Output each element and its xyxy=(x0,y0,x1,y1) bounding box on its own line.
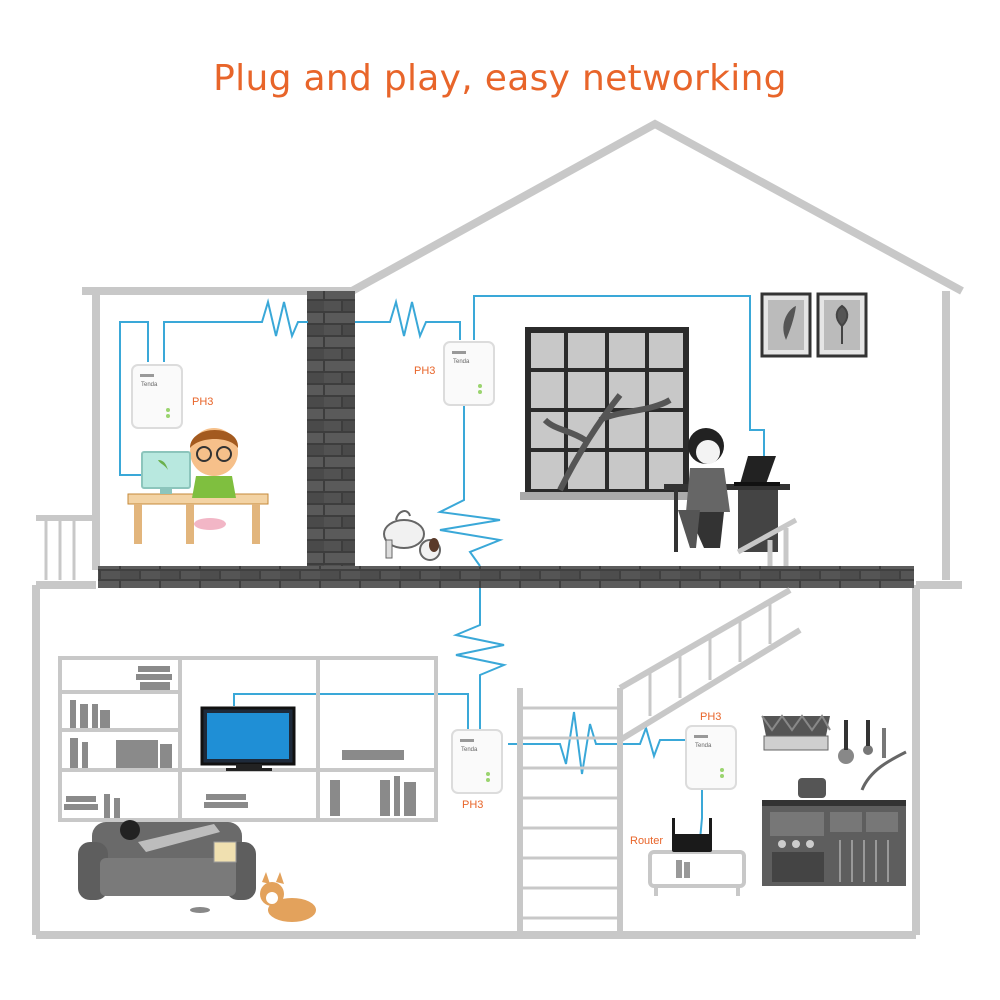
device-label: PH3 xyxy=(192,396,213,408)
ph3-device-4 xyxy=(685,725,737,790)
laptop-icon xyxy=(734,456,780,486)
books xyxy=(64,666,416,818)
dog-icon xyxy=(383,510,441,561)
page-title: Plug and play, easy networking xyxy=(213,58,787,99)
floor-slab xyxy=(98,566,914,588)
device-brand: Tenda xyxy=(461,747,478,753)
balcony-rail xyxy=(44,518,76,580)
ph3-device-2 xyxy=(443,341,495,406)
device-label: PH3 xyxy=(700,711,721,723)
device-label: PH3 xyxy=(462,799,483,811)
upstairs-railing xyxy=(736,517,798,566)
girl-at-desk xyxy=(127,428,269,544)
device-brand: Tenda xyxy=(141,382,158,388)
router-label: Router xyxy=(630,835,663,847)
router-stand xyxy=(648,850,746,896)
bookshelf xyxy=(58,656,438,822)
ph3-device-1 xyxy=(131,364,183,429)
router-icon xyxy=(672,818,712,878)
device-brand: Tenda xyxy=(695,743,712,749)
device-brand: Tenda xyxy=(453,359,470,365)
tv-icon xyxy=(200,706,296,771)
ph3-device-3 xyxy=(451,729,503,794)
monitor-icon xyxy=(141,451,191,494)
brick-wall xyxy=(307,291,355,566)
stairs xyxy=(517,587,802,935)
sofa-icon xyxy=(78,820,256,900)
window-icon xyxy=(520,327,694,500)
house-outline xyxy=(32,119,964,939)
picture-frame-icon xyxy=(760,292,868,358)
device-label: PH3 xyxy=(414,365,435,377)
network-wires xyxy=(119,295,765,841)
kitchen xyxy=(761,714,907,798)
stove-icon xyxy=(762,800,906,886)
corgi-icon xyxy=(190,872,316,922)
